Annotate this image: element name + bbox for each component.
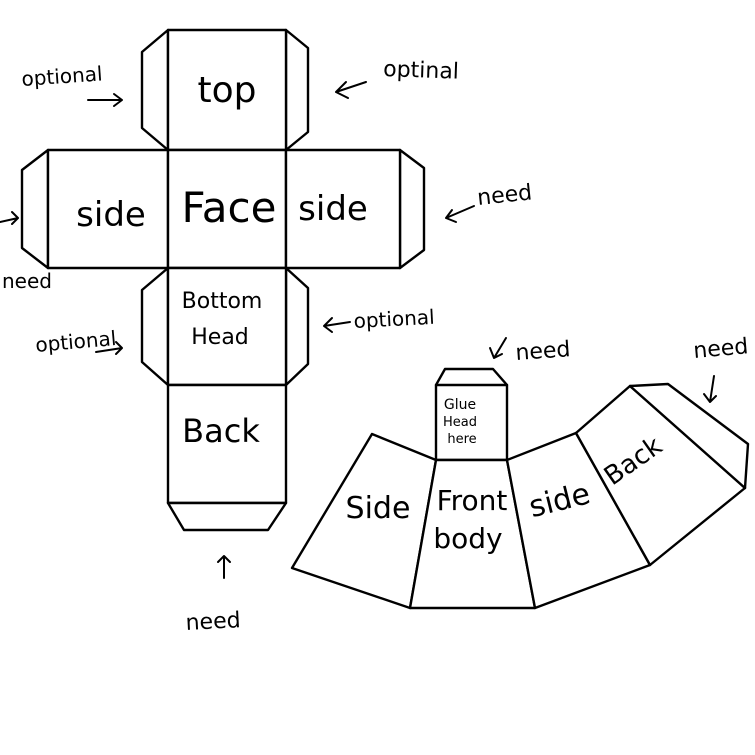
bottom-head-label-1: Bottom [182, 289, 263, 314]
bottom-left-tab [140, 266, 170, 387]
right-side-panel [284, 148, 402, 270]
top-right-tab [284, 28, 310, 152]
annotation-back-tab: need [185, 608, 241, 636]
bottom-right-tab [284, 266, 310, 387]
annotation-top-left: optional [21, 61, 104, 91]
right-side-tab [398, 148, 426, 270]
annotation-top-right: optinal [383, 57, 460, 85]
body-back-end-tab [628, 382, 750, 490]
glue-label-1: Glue [444, 397, 476, 413]
face-label: Face [182, 183, 277, 232]
glue-label-3: here [447, 432, 476, 447]
bottom-head-label-2: Head [191, 325, 249, 350]
annotation-glue-tab: need [515, 337, 572, 366]
arrow-down-icon [703, 375, 717, 403]
head-net: top Face side side Bottom Head Back [20, 28, 426, 532]
arrow-left-icon [335, 81, 367, 99]
annotation-bottom-left: optional [34, 326, 117, 357]
body-left-side-label: Side [346, 491, 411, 526]
body-front-label-1: Front [437, 484, 508, 517]
annotation-bottom-right: optional [353, 305, 435, 333]
back-bottom-tab [166, 501, 288, 532]
arrow-down-icon [489, 337, 507, 359]
arrow-left-icon [445, 205, 475, 223]
annotation-back-tab-body: need [692, 334, 749, 364]
annotation-right-side: need [476, 180, 533, 211]
body-front-label-2: body [433, 522, 502, 555]
arrow-up-icon [217, 555, 231, 579]
top-label: top [198, 70, 257, 111]
right-side-label: side [298, 189, 368, 229]
arrow-right-icon [87, 93, 123, 107]
bottom-head-panel [166, 266, 288, 387]
left-side-tab [20, 148, 50, 270]
body-net: Glue Head here Side Front body side Back [290, 367, 750, 610]
arrow-right-icon [0, 211, 19, 225]
annotation-left-side: need [2, 269, 52, 293]
back-label: Back [182, 412, 260, 450]
annotations: optional optinal need need optional opti… [0, 57, 749, 636]
back-panel [166, 383, 288, 505]
top-panel [166, 28, 288, 152]
left-side-label: side [76, 195, 146, 235]
arrow-left-icon [323, 317, 351, 333]
left-side-panel [46, 148, 170, 270]
arrow-right-icon [95, 341, 123, 355]
glue-label-2: Head [443, 415, 477, 430]
top-left-tab [140, 28, 170, 152]
